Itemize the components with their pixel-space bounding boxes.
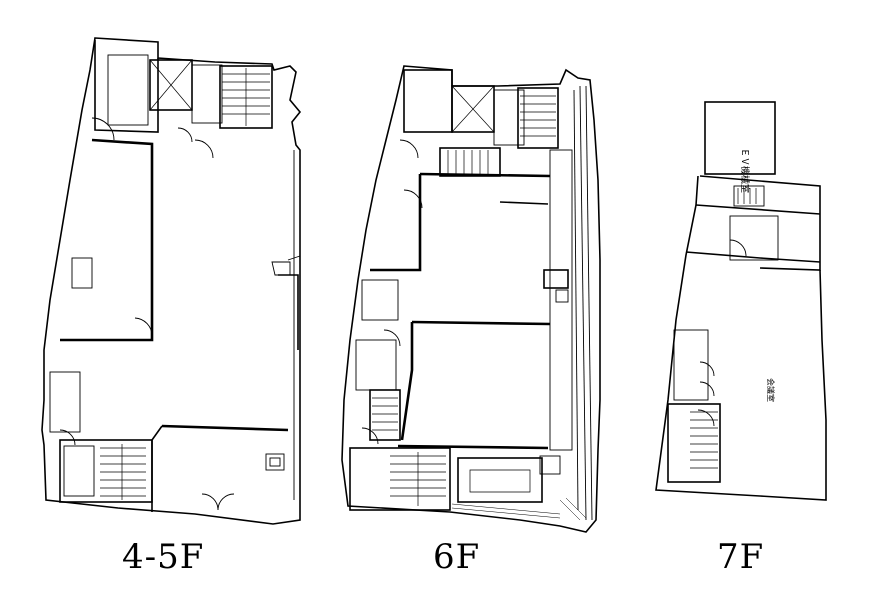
floor-plan-7f bbox=[655, 101, 827, 501]
floor-plan-4-5f bbox=[41, 37, 302, 525]
room-label-meeting-room: 会議室 bbox=[766, 378, 776, 402]
floor-label-7f: 7F bbox=[717, 537, 765, 577]
floor-label-6f: 6F bbox=[433, 537, 481, 577]
floor-label-4-5f: 4-5F bbox=[122, 537, 205, 577]
floor-plan-6f bbox=[341, 65, 601, 533]
room-label-ev-machine-room: ＥＶ機械室 bbox=[739, 148, 751, 193]
